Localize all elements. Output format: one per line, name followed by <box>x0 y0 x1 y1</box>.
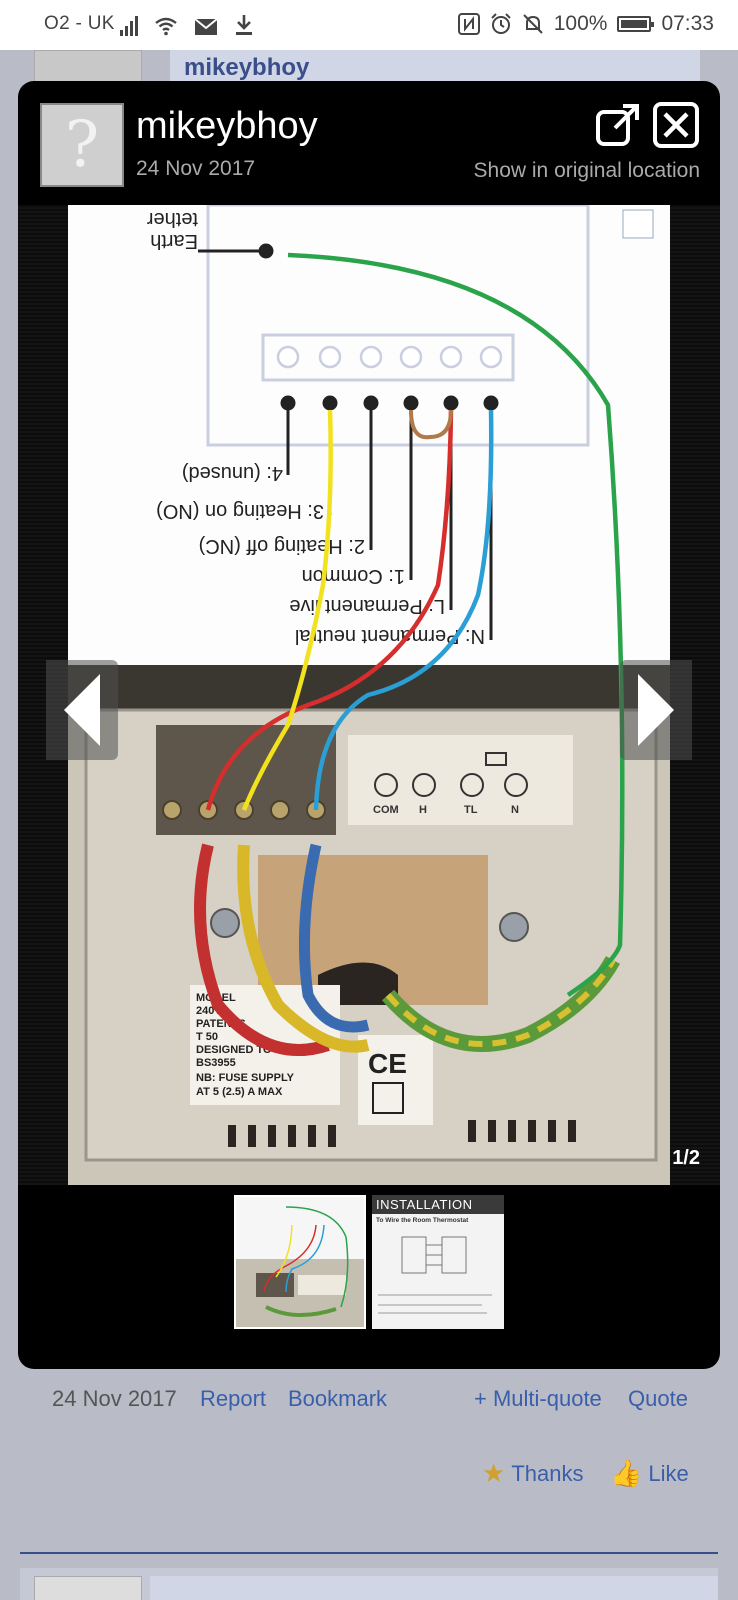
terminal-label-circles <box>374 752 528 797</box>
battery-icon <box>617 16 655 32</box>
like-label: Like <box>648 1460 689 1486</box>
open-external-button[interactable] <box>594 101 642 149</box>
diagram-label-t4: 4: (unused) <box>182 462 283 484</box>
thanks-label: Thanks <box>511 1460 584 1486</box>
diagram-label-tether: tether <box>147 208 198 230</box>
bookmark-link[interactable]: Bookmark <box>288 1386 388 1411</box>
drawn-neutral-wire <box>313 409 494 811</box>
thanks-button[interactable]: ★ Thanks <box>482 1458 583 1489</box>
thumbnail-2-subheading: To Wire the Room Thermostat <box>376 1217 469 1224</box>
rating-fuse-1: NB: FUSE SUPPLY <box>196 1072 295 1084</box>
mail-icon <box>194 18 218 35</box>
status-bar: O2 - UK 100% 07:33 <box>0 0 738 50</box>
arrow-right-icon <box>638 674 674 746</box>
mounting-screw-left <box>210 908 240 938</box>
mute-icon <box>523 14 543 34</box>
multi-quote-link[interactable]: + Multi-quote <box>474 1386 602 1411</box>
avatar-placeholder-icon: ? <box>64 108 100 182</box>
arrow-left-icon <box>64 674 100 746</box>
label-com: COM <box>373 804 399 816</box>
report-link[interactable]: Report <box>200 1386 267 1411</box>
lightbox-avatar[interactable]: ? <box>40 103 124 187</box>
external-link-icon <box>596 104 639 146</box>
thumbnail-1[interactable] <box>234 1195 366 1329</box>
like-button[interactable]: 👍 Like <box>610 1458 689 1489</box>
post-footer: 24 Nov 2017 Report Bookmark + Multi-quot… <box>0 1380 738 1420</box>
lightbox-username[interactable]: mikeybhoy <box>136 105 318 147</box>
diagram-terminal-block <box>261 333 515 382</box>
diagram-outline <box>206 205 590 447</box>
drawn-switched-wire <box>241 409 333 811</box>
thumbnail-2-diagram <box>378 1236 492 1314</box>
terminal-label-plate <box>348 735 573 825</box>
next-post-header <box>20 1568 718 1600</box>
download-icon <box>236 15 252 35</box>
carrier-label: O2 - UK <box>44 13 115 34</box>
diagram-label-earth: Earth <box>150 230 198 252</box>
diagram-label-t2: 2: Heating off (NC) <box>199 535 365 557</box>
image-stage: Earth tether 4: (unused) 3: Heating on (… <box>18 205 720 1185</box>
thumbnail-strip: INSTALLATION To Wire the Room Thermostat <box>18 1185 720 1345</box>
status-icons-left <box>120 14 254 36</box>
drawn-live-wire <box>205 409 454 811</box>
lightbox-date: 24 Nov 2017 <box>136 157 256 180</box>
post-divider <box>20 1552 718 1554</box>
thumbnail-2[interactable]: INSTALLATION To Wire the Room Thermostat <box>372 1195 504 1329</box>
wifi-icon <box>155 17 177 36</box>
battery-percent: 100% <box>553 12 608 35</box>
close-icon <box>653 102 699 148</box>
drawn-link-wire <box>409 409 453 440</box>
clock: 07:33 <box>661 12 714 35</box>
photo-yellow-cable <box>237 844 370 1053</box>
signal-icon <box>120 14 138 36</box>
image-counter: 1/2 <box>672 1147 700 1169</box>
thumbnail-2-heading: INSTALLATION <box>372 1195 504 1214</box>
close-button[interactable] <box>652 101 700 149</box>
previous-image-button[interactable] <box>46 660 118 760</box>
next-post-avatar[interactable] <box>34 1576 142 1600</box>
status-icons-right: 100% 07:33 <box>457 12 714 36</box>
vent-slots <box>228 1120 576 1147</box>
label-tl: TL <box>464 804 478 816</box>
show-original-location-link[interactable]: Show in original location <box>473 159 700 182</box>
double-insulation-icon <box>372 1082 404 1114</box>
diagram-label-t1: 1: Common <box>302 565 405 587</box>
thumbs-up-icon: 👍 <box>610 1458 643 1488</box>
post-date: 24 Nov 2017 <box>52 1386 177 1411</box>
diagram-terminals <box>276 345 503 369</box>
next-image-button[interactable] <box>620 660 692 760</box>
rating-fuse-2: AT 5 (2.5) A MAX <box>196 1086 283 1098</box>
label-n: N <box>511 804 519 816</box>
photo-earth-stripe <box>385 958 616 1047</box>
rating-bs: BS3955 <box>196 1057 236 1069</box>
ce-label <box>358 1035 433 1125</box>
rating-t50: T 50 <box>196 1031 218 1043</box>
thumbnail-1-image <box>236 1197 364 1327</box>
diagram-icon <box>622 209 654 239</box>
reactions-bar: ★ Thanks 👍 Like <box>0 1450 738 1490</box>
wiring-photo[interactable]: Earth tether 4: (unused) 3: Heating on (… <box>68 205 670 1185</box>
quote-link[interactable]: Quote <box>628 1386 688 1411</box>
mounting-screw-right <box>499 912 529 942</box>
diagram-label-tn: N: Permanent neutral <box>295 625 485 647</box>
diagram-paper <box>68 205 670 665</box>
photo-blue-cable <box>298 843 370 1033</box>
alarm-icon <box>491 13 511 34</box>
image-lightbox: ? mikeybhoy 24 Nov 2017 Show in original… <box>18 81 720 1369</box>
lightbox-actions <box>594 101 700 149</box>
diagram-label-tl: L: Permanent live <box>289 595 445 617</box>
ce-mark: CE <box>368 1048 407 1079</box>
label-h: H <box>419 804 427 816</box>
next-post-username-bar <box>150 1576 718 1600</box>
photo-red-cable <box>194 843 330 1056</box>
nfc-icon <box>457 13 480 35</box>
drawn-earth-wire <box>287 252 625 997</box>
star-icon: ★ <box>482 1458 506 1488</box>
diagram-label-t3: 3: Heating on (NO) <box>156 500 324 522</box>
